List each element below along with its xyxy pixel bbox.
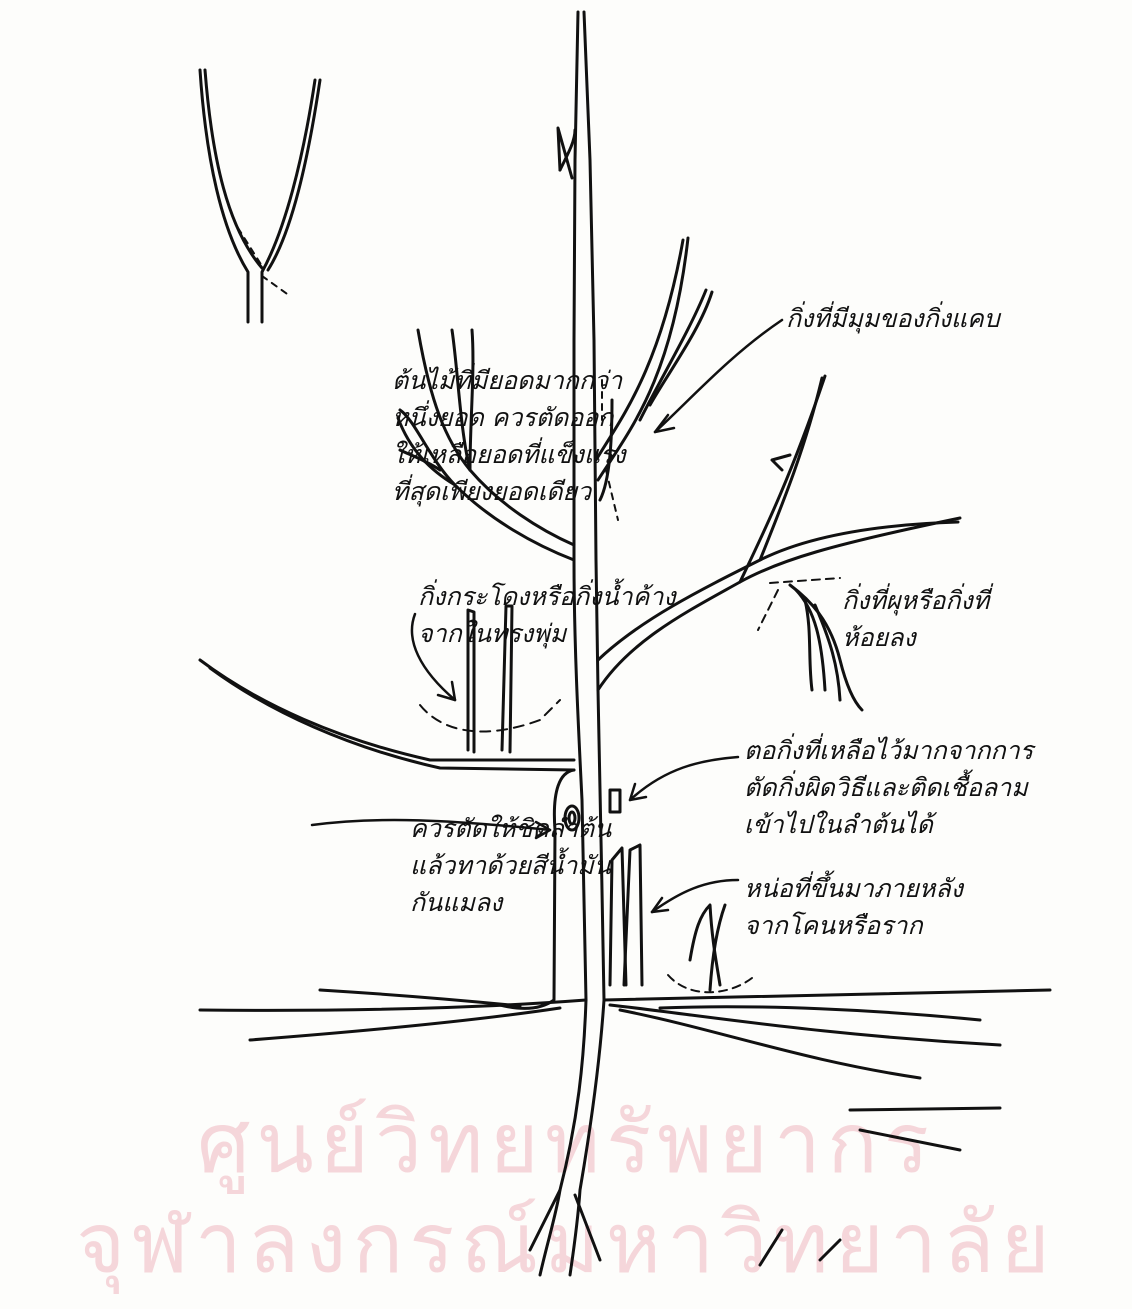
branch-stub bbox=[610, 790, 620, 812]
base-suckers bbox=[610, 845, 752, 992]
label-dead-drooping-branch: กิ่งที่ผุหรือกิ่งที่ ห้อยลง bbox=[842, 582, 989, 656]
roots bbox=[200, 990, 1050, 1275]
label-water-sprouts: กิ่งกระโดงหรือกิ่งน้ำค้าง จากในทรงพุ่ม bbox=[418, 578, 676, 652]
label-narrow-angle-branch: กิ่งที่มีมุมของกิ่งแคบ bbox=[786, 300, 1000, 337]
label-root-suckers: หน่อที่ขึ้นมาภายหลัง จากโคนหรือราก bbox=[744, 870, 963, 944]
label-branch-stub: ตอกิ่งที่เหลือไว้มากจากการ ตัดกิ่งผิดวิธ… bbox=[744, 732, 1033, 843]
label-multiple-leaders: ต้นไม้ที่มียอดมากกว่า หนึ่งยอด ควรตัดออก… bbox=[392, 362, 626, 510]
left-lateral-branch bbox=[200, 606, 574, 1008]
double-leader-inset bbox=[200, 70, 320, 322]
label-cut-flush: ควรตัดให้ชิดลำต้น แล้วทาด้วยสีน้ำมัน กัน… bbox=[410, 810, 611, 921]
